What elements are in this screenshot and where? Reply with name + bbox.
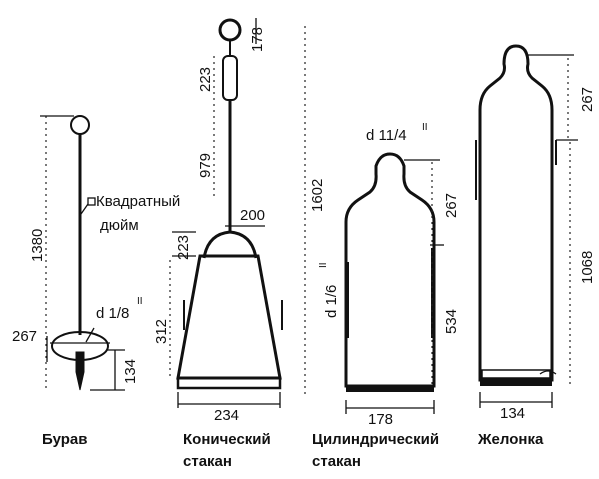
bailer-neck-dim: 267 bbox=[579, 87, 596, 112]
bailer-valve-hinge bbox=[539, 370, 557, 375]
square-inch-note-line1: Квадратный bbox=[96, 193, 180, 210]
cylindrical-neck-dim: 267 bbox=[443, 193, 460, 218]
cylindrical-body-dim: 534 bbox=[443, 309, 460, 334]
cylindrical-body-diameter-dim: d 1/6 bbox=[323, 285, 340, 318]
conical-total-dim: 1602 bbox=[309, 179, 326, 212]
bailer-valve bbox=[481, 369, 551, 379]
square-inch-note-line2: дюйм bbox=[100, 217, 139, 234]
auger-height-dim: 1380 bbox=[29, 229, 46, 262]
conical-body-dim: 312 bbox=[153, 319, 170, 344]
conical-bottom bbox=[176, 376, 282, 390]
conical-cup-tool: 178 223 979 1602 200 223 312 234 Коничес… bbox=[153, 18, 326, 470]
bailer-bottom-dim: 134 bbox=[500, 405, 525, 422]
auger-caption: Бурав bbox=[42, 431, 87, 448]
bailer-body-dim: 1068 bbox=[579, 251, 596, 284]
auger-bit-dim: 134 bbox=[122, 359, 139, 384]
bailer-body bbox=[478, 44, 554, 382]
auger-diameter-leader bbox=[85, 327, 95, 343]
cylindrical-caption-line2: стакан bbox=[312, 453, 361, 470]
cylindrical-bottom bbox=[346, 386, 434, 392]
square-inch-leader bbox=[80, 203, 89, 215]
auger-bit bbox=[75, 351, 85, 391]
conical-body bbox=[176, 254, 282, 380]
bailer-bottom bbox=[480, 380, 552, 386]
cylindrical-bottom-dim: 178 bbox=[368, 411, 393, 428]
conical-ring bbox=[218, 18, 242, 42]
cylindrical-neck-mark: II bbox=[422, 122, 428, 133]
auger-diameter-dim: d 1/8 bbox=[96, 305, 129, 322]
bailer-tool: 267 1068 134 Желонка bbox=[475, 44, 596, 448]
conical-bail-width-dim: 200 bbox=[240, 207, 265, 224]
conical-caption-line2: стакан bbox=[183, 453, 232, 470]
cylindrical-body-mark: II bbox=[318, 262, 329, 268]
conical-ring-dim: 178 bbox=[249, 27, 266, 52]
auger-width-dim: 267 bbox=[12, 328, 37, 345]
square-inch-marker bbox=[87, 197, 96, 206]
conical-rod-dim: 979 bbox=[197, 153, 214, 178]
auger-diameter-mark: II bbox=[137, 296, 143, 307]
auger-ring bbox=[70, 115, 90, 135]
conical-upper-rod-dim: 223 bbox=[197, 67, 214, 92]
auger-tool: 1380 267 134 d 1/8 II Квадратный дюйм Бу… bbox=[12, 115, 180, 448]
cylindrical-neck-diameter-dim: d 11/4 bbox=[366, 127, 407, 144]
cylindrical-cup-tool: d 11/4 II d 1/6 II 267 534 178 Цилиндрич… bbox=[312, 122, 460, 470]
conical-caption-line1: Конический bbox=[183, 431, 271, 448]
conical-bail bbox=[202, 230, 258, 259]
cylindrical-caption-line1: Цилиндрический bbox=[312, 431, 439, 448]
conical-bail-height-dim: 223 bbox=[175, 235, 192, 260]
conical-swivel bbox=[222, 55, 238, 101]
cylindrical-body bbox=[344, 152, 436, 388]
conical-bottom-dim: 234 bbox=[214, 407, 239, 424]
bailer-caption: Желонка bbox=[477, 431, 544, 448]
